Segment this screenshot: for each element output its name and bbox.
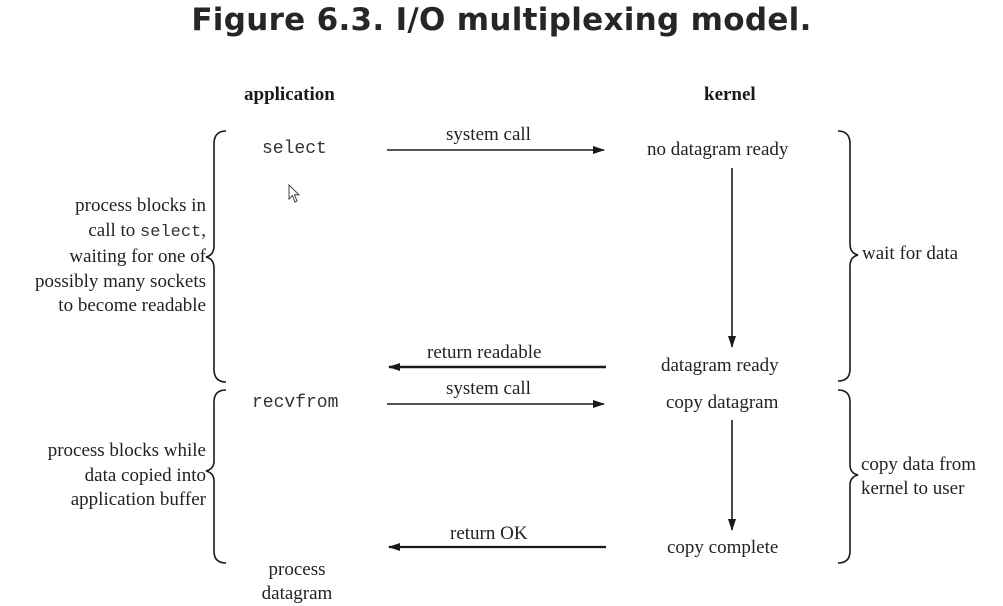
copy-complete-label: copy complete xyxy=(667,537,779,558)
process-datagram-label: process datagram xyxy=(232,558,362,606)
note-line-1: process blocks in xyxy=(75,195,206,216)
note2-line-1: process blocks while xyxy=(47,440,206,461)
application-column-header: application xyxy=(244,84,335,105)
left-brace-2 xyxy=(205,389,227,564)
mouse-pointer-icon xyxy=(288,184,301,203)
wait-for-data-label: wait for data xyxy=(862,243,959,264)
note-line-3: waiting for one of xyxy=(69,246,206,267)
copy-datagram-label: copy datagram xyxy=(666,392,779,413)
note-line-2: call to select, xyxy=(88,219,206,242)
note-line-4: possibly many sockets xyxy=(35,270,206,292)
right-brace-2 xyxy=(837,389,859,564)
process-blocks-copy-note: process blocks while data copied into ap… xyxy=(0,439,206,513)
final-line-2: datagram xyxy=(261,583,333,604)
right-brace-1 xyxy=(837,130,859,382)
note2-line-3: application buffer xyxy=(70,489,206,510)
note2-line-2: data copied into xyxy=(84,464,206,486)
system-call-label-1: system call xyxy=(446,124,531,145)
select-call-label: select xyxy=(262,139,327,159)
return-ok-label: return OK xyxy=(450,523,528,544)
kernel-column-header: kernel xyxy=(704,84,756,105)
figure-title: Figure 6.3. I/O multiplexing model. xyxy=(191,2,812,38)
no-datagram-ready-label: no datagram ready xyxy=(647,139,789,160)
datagram-ready-label: datagram ready xyxy=(661,355,779,376)
recvfrom-call-label: recvfrom xyxy=(252,393,339,413)
return-readable-label: return readable xyxy=(427,342,542,363)
kernel-note-line-1: copy data from xyxy=(861,454,977,475)
process-blocks-select-note: process blocks in call to select, waitin… xyxy=(0,194,206,319)
system-call-label-2: system call xyxy=(446,378,531,399)
copy-data-kernel-to-user-note: copy data from kernel to user xyxy=(861,453,976,501)
kernel-note-line-2: kernel to user xyxy=(861,478,965,499)
left-brace-1 xyxy=(205,130,227,383)
final-line-1: process xyxy=(268,559,326,580)
note-line-5: to become readable xyxy=(58,295,206,316)
